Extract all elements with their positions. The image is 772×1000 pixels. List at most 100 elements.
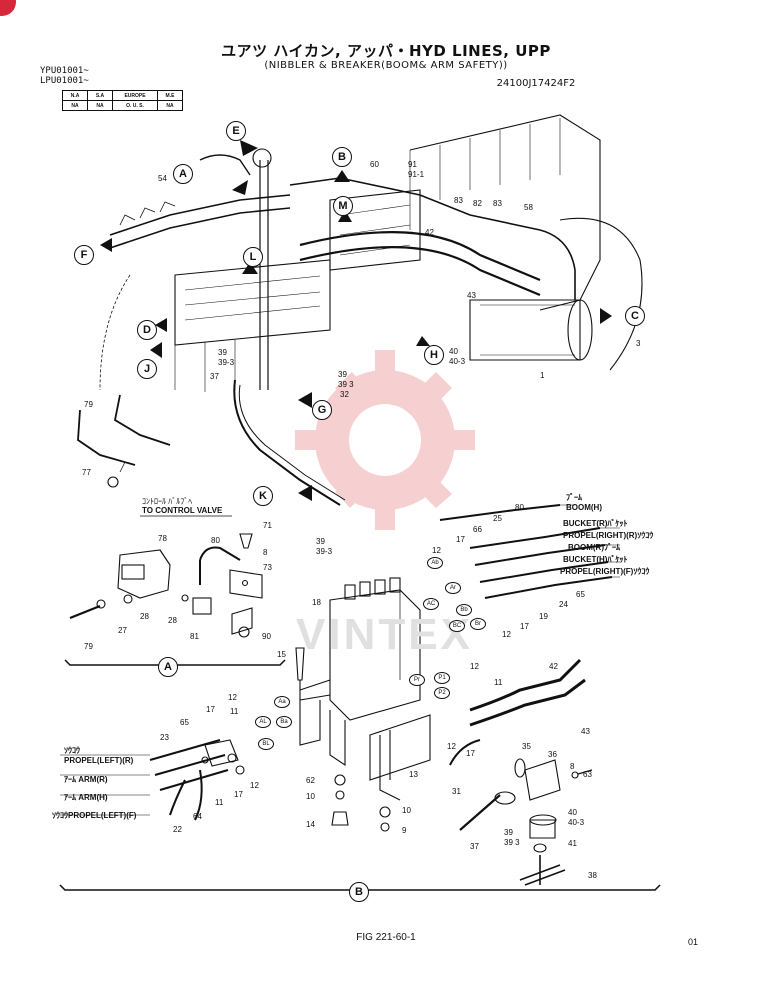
callout-j: J	[137, 359, 157, 379]
part-35: 35	[522, 742, 531, 751]
boom-h-label: BOOM(H)	[566, 503, 602, 512]
part-63: 63	[583, 770, 592, 779]
boom-r-label: BOOM(R)ﾌﾞｰﾑ	[568, 543, 620, 552]
part-3: 3	[636, 339, 641, 348]
part-78: 78	[158, 534, 167, 543]
part-79-top: 79	[84, 400, 93, 409]
part-66: 66	[473, 525, 482, 534]
serial-range-1: YPU01001~	[40, 66, 89, 76]
part-24: 24	[559, 600, 568, 609]
part-8-a: 8	[263, 548, 268, 557]
part-40-top: 40	[449, 347, 458, 356]
callout-h: H	[424, 345, 444, 365]
page-number: 01	[688, 937, 699, 947]
part-80-b: 80	[515, 503, 524, 512]
part-8-b: 8	[570, 762, 575, 771]
callout-b-detail: B	[349, 882, 369, 902]
part-11-c: 11	[230, 707, 239, 716]
part-9: 9	[402, 826, 407, 835]
arm-h-label: ｱｰﾑ ARM(H)	[64, 793, 108, 802]
part-12-d: 12	[447, 742, 456, 751]
port-bc: BC	[449, 620, 465, 632]
part-39-3-c: 39-3	[316, 547, 333, 556]
part-23: 23	[160, 733, 169, 742]
part-12-a: 12	[432, 546, 441, 555]
propel-right-f-label: PROPEL(RIGHT)(F)ｿｳｺｳ	[560, 567, 650, 576]
detail-b-parts	[59, 504, 661, 891]
port-br: Br	[470, 618, 486, 630]
part-71: 71	[263, 521, 272, 530]
part-36: 36	[548, 750, 557, 759]
part-43-top: 43	[467, 291, 476, 300]
part-90: 90	[262, 632, 271, 641]
bucket-h-label: BUCKET(H)ﾊﾞｹｯﾄ	[563, 555, 628, 564]
part-10-a: 10	[306, 792, 315, 801]
part-79-bottom: 79	[84, 642, 93, 651]
part-39-a: 39	[218, 348, 227, 357]
part-12-b: 12	[502, 630, 511, 639]
part-83-b: 83	[493, 199, 502, 208]
part-39-d: 39	[504, 828, 513, 837]
arm-r-label: ｱｰﾑ ARM(R)	[64, 775, 108, 784]
part-39-3-b: 39 3	[338, 380, 354, 389]
part-83-a: 83	[454, 196, 463, 205]
port-al: AL	[255, 716, 271, 728]
region-value-me: NA	[157, 100, 183, 111]
part-27: 27	[118, 626, 127, 635]
part-80-a: 80	[211, 536, 220, 545]
part-38: 38	[588, 871, 597, 880]
part-14: 14	[306, 820, 315, 829]
watermark-text: VINTEX	[296, 610, 473, 659]
boom-jp-label: ﾌﾞｰﾑ	[566, 493, 582, 502]
callout-k: K	[253, 486, 273, 506]
part-10-b: 10	[402, 806, 411, 815]
port-ab: Ab	[427, 557, 443, 569]
control-valve-label-jp: ｺﾝﾄﾛｰﾙ ﾊﾞﾙﾌﾞﾍ	[142, 497, 193, 506]
part-15: 15	[277, 650, 286, 659]
part-1: 1	[540, 371, 545, 380]
part-25: 25	[493, 514, 502, 523]
port-ar: Ar	[445, 582, 461, 594]
part-12-c: 12	[470, 662, 479, 671]
port-p2: P2	[434, 687, 450, 699]
part-43-bottom: 43	[581, 727, 590, 736]
part-39-3-a: 39-3	[218, 358, 235, 367]
callout-b-top: B	[332, 147, 352, 167]
part-62: 62	[306, 776, 315, 785]
part-91-1: 91-1	[408, 170, 425, 179]
part-17-e: 17	[234, 790, 243, 799]
part-11-b: 11	[215, 798, 224, 807]
part-39-b: 39	[338, 370, 347, 379]
part-17-a: 17	[456, 535, 465, 544]
part-39-c: 39	[316, 537, 325, 546]
serial-range-2: LPU01001~	[40, 76, 89, 86]
part-91: 91	[408, 160, 417, 169]
callout-a-top: A	[173, 164, 193, 184]
diagram-subtitle: (NIBBLER & BREAKER(BOOM& ARM SAFETY))	[264, 60, 508, 71]
part-81: 81	[190, 632, 199, 641]
callout-c: C	[625, 306, 645, 326]
part-28-a: 28	[140, 612, 149, 621]
part-12-e: 12	[228, 693, 237, 702]
callout-l: L	[243, 247, 263, 267]
callout-g: G	[312, 400, 332, 420]
callout-d: D	[137, 320, 157, 340]
part-17-d: 17	[206, 705, 215, 714]
port-aa: Aa	[274, 696, 290, 708]
part-40-3-bottom: 40-3	[568, 818, 585, 827]
port-bb: Bb	[456, 604, 472, 616]
part-42-top: 42	[425, 228, 434, 237]
propel-left-jp-label: ｿｳｺｳ	[64, 746, 80, 755]
callout-f: F	[74, 245, 94, 265]
part-13: 13	[409, 770, 418, 779]
port-ac: AC	[423, 598, 439, 610]
part-22: 22	[173, 825, 182, 834]
part-28-b: 28	[168, 616, 177, 625]
part-60: 60	[370, 160, 379, 169]
figure-number: FIG 221-60-1	[356, 932, 416, 943]
part-40-bottom: 40	[568, 808, 577, 817]
callout-m: M	[333, 196, 353, 216]
callout-e: E	[226, 121, 246, 141]
port-pr: Pr	[409, 674, 425, 686]
